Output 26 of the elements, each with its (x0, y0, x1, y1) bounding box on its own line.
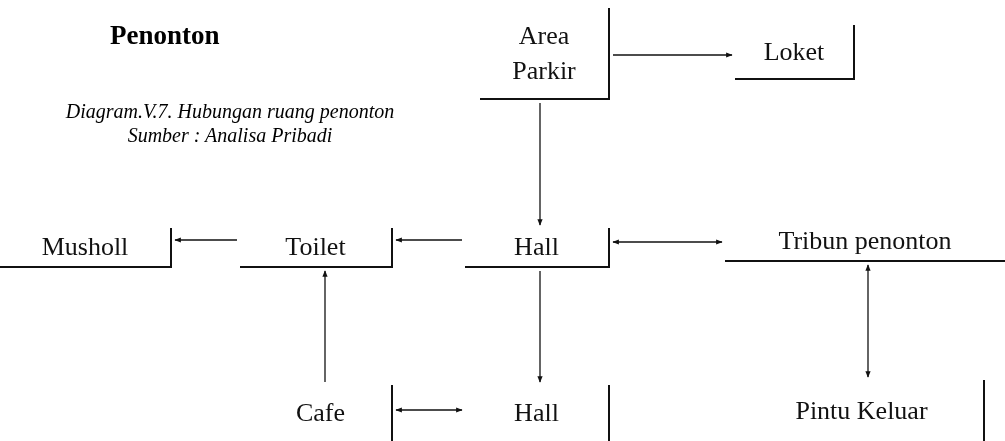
arrow (612, 239, 723, 245)
room-label: Pintu Keluar (795, 394, 928, 427)
room-label: Hall (514, 397, 559, 430)
arrow (174, 237, 238, 243)
room-label: Loket (763, 35, 825, 68)
room-box (465, 228, 610, 268)
room-box (240, 228, 393, 268)
arrow (322, 270, 328, 383)
arrow (395, 407, 463, 413)
room-label: Tribun penonton (778, 225, 952, 258)
room-box (735, 25, 855, 80)
arrow (865, 264, 871, 378)
arrow (612, 52, 733, 58)
room-box (0, 228, 172, 268)
room-label: Cafe (295, 397, 346, 430)
arrow (537, 270, 543, 383)
room-label: Toilet (285, 231, 346, 264)
arrow (537, 102, 543, 226)
arrow (395, 237, 463, 243)
room-label: Hall (514, 231, 559, 264)
room-label: Musholl (41, 231, 129, 264)
room-label: Area Parkir (511, 19, 577, 87)
source-note: Sumber : Analisa Pribadi (126, 124, 334, 147)
diagram-caption: Diagram.V.7. Hubungan ruang penonton (64, 100, 396, 123)
diagram-title: Penonton (110, 20, 220, 51)
room-box (480, 8, 610, 100)
